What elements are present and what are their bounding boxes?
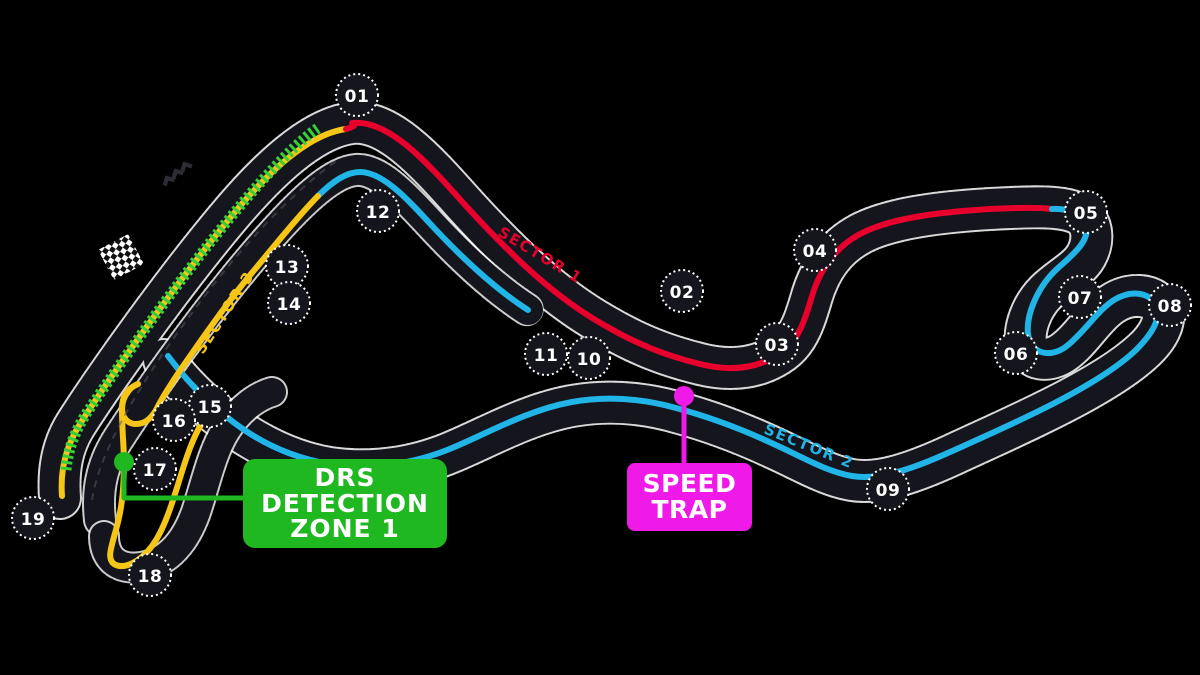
drs-activation-zone-line bbox=[60, 123, 322, 471]
corner-label-09: 09 bbox=[876, 481, 901, 501]
corner-label-17: 17 bbox=[143, 461, 168, 481]
drs-badge-line-3: ZONE 1 bbox=[290, 514, 400, 544]
corner-label-10: 10 bbox=[577, 350, 602, 370]
corner-label-04: 04 bbox=[803, 242, 828, 262]
corner-marker-17[interactable]: 17 bbox=[133, 447, 177, 491]
corner-marker-08[interactable]: 08 bbox=[1148, 283, 1192, 327]
corner-label-08: 08 bbox=[1158, 297, 1183, 317]
corner-label-06: 06 bbox=[1004, 345, 1029, 365]
corner-marker-05[interactable]: 05 bbox=[1064, 190, 1108, 234]
sector-1-line bbox=[349, 119, 1055, 371]
drs-leader-line bbox=[121, 463, 246, 501]
corner-marker-14[interactable]: 14 bbox=[267, 281, 311, 325]
drs-detection-zone-badge[interactable]: DRS DETECTION ZONE 1 bbox=[243, 459, 447, 548]
corner-label-11: 11 bbox=[534, 346, 559, 366]
drs-detection-dot[interactable] bbox=[114, 452, 134, 472]
sector-2-line-outer bbox=[327, 205, 1161, 480]
corner-marker-04[interactable]: 04 bbox=[793, 228, 837, 272]
pit-divider-line bbox=[91, 159, 339, 501]
drs-badge-line-1: DRS bbox=[314, 462, 376, 492]
corner-marker-09[interactable]: 09 bbox=[866, 467, 910, 511]
corner-marker-07[interactable]: 07 bbox=[1058, 275, 1102, 319]
corner-marker-11[interactable]: 11 bbox=[524, 332, 568, 376]
corner-label-12: 12 bbox=[366, 203, 391, 223]
corner-marker-19[interactable]: 19 bbox=[11, 496, 55, 540]
sector-2-line-inner-straight bbox=[315, 169, 531, 313]
drs-badge-line-2: DETECTION bbox=[261, 488, 429, 518]
sector-3-line-turns-15-18 bbox=[107, 381, 213, 569]
speed-trap-badge-line-2: TRAP bbox=[651, 495, 728, 524]
drs-arrow-chevrons-icon bbox=[162, 161, 193, 187]
corner-label-05: 05 bbox=[1074, 204, 1099, 224]
corner-marker-13[interactable]: 13 bbox=[265, 244, 309, 288]
corner-label-01: 01 bbox=[345, 87, 370, 107]
corner-marker-18[interactable]: 18 bbox=[128, 553, 172, 597]
checkered-flag-icon bbox=[98, 234, 144, 280]
corner-marker-01[interactable]: 01 bbox=[335, 73, 379, 117]
corner-label-13: 13 bbox=[275, 258, 300, 278]
corner-marker-16[interactable]: 16 bbox=[152, 398, 196, 442]
corner-label-03: 03 bbox=[765, 336, 790, 356]
corner-marker-06[interactable]: 06 bbox=[994, 331, 1038, 375]
speed-trap-badge-line-1: SPEED bbox=[642, 469, 737, 499]
corner-label-19: 19 bbox=[21, 510, 46, 530]
corner-label-02: 02 bbox=[670, 283, 695, 303]
corner-marker-02[interactable]: 02 bbox=[660, 269, 704, 313]
corner-label-16: 16 bbox=[162, 412, 187, 432]
corner-label-07: 07 bbox=[1068, 289, 1093, 309]
speed-trap-badge[interactable]: SPEED TRAP bbox=[627, 463, 752, 531]
start-line-marker bbox=[343, 123, 357, 132]
corner-marker-10[interactable]: 10 bbox=[567, 336, 611, 380]
corner-marker-03[interactable]: 03 bbox=[755, 322, 799, 366]
corner-marker-12[interactable]: 12 bbox=[356, 189, 400, 233]
corner-label-14: 14 bbox=[277, 295, 302, 315]
corner-label-15: 15 bbox=[198, 398, 223, 418]
corner-label-18: 18 bbox=[138, 567, 163, 587]
corner-markers: 01 02 03 04 05 06 bbox=[11, 73, 1192, 597]
speed-trap-dot[interactable] bbox=[674, 386, 694, 406]
